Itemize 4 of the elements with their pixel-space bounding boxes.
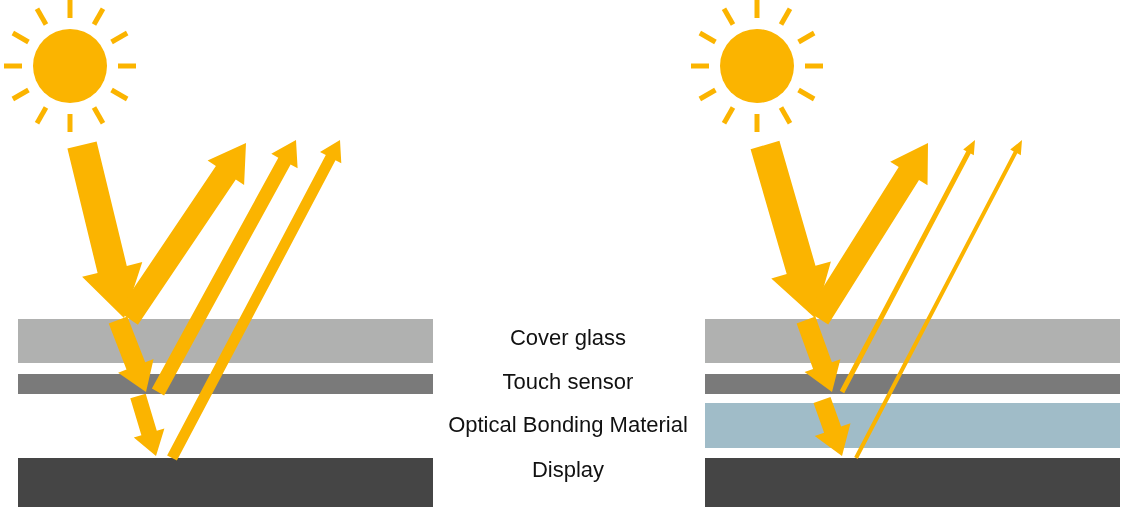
layer-label: Touch sensor xyxy=(502,369,634,395)
layer-label: Display xyxy=(531,457,605,483)
layer-label: Cover glass xyxy=(509,325,627,351)
layer-label: Optical Bonding Material xyxy=(448,412,688,438)
